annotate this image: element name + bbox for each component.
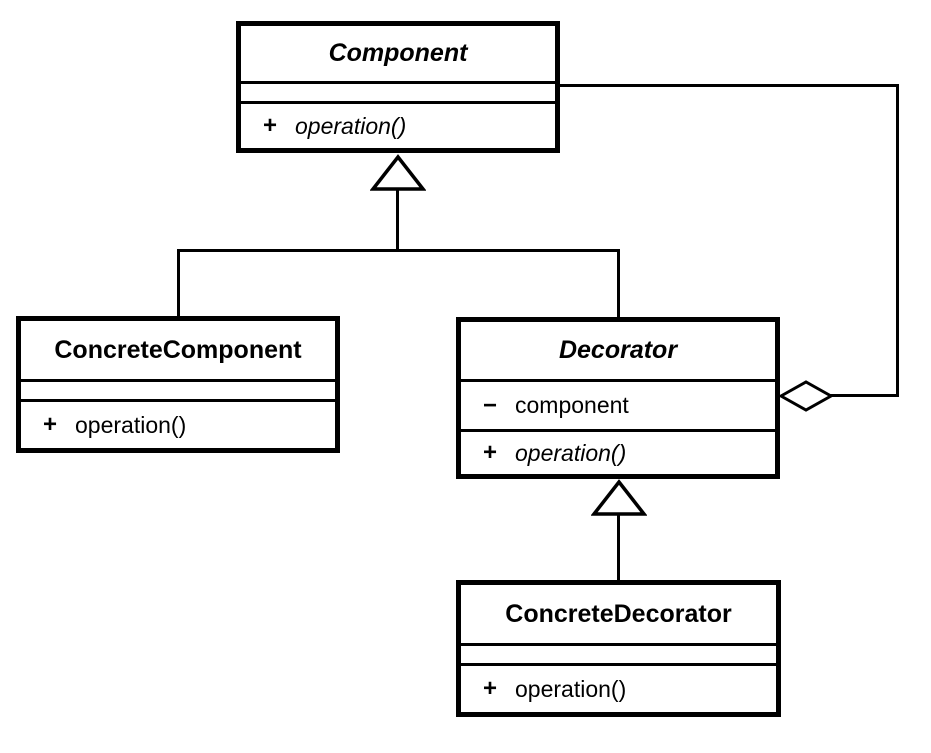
operation-row[interactable]: + operation()	[21, 411, 186, 439]
class-attributes-compartment-concrete-decorator	[461, 643, 776, 663]
class-name-compartment-concrete-decorator: ConcreteDecorator	[461, 585, 776, 643]
class-box-concrete-decorator[interactable]: ConcreteDecorator + operation()	[456, 580, 781, 717]
operation-visibility: +	[43, 411, 58, 438]
operation-label: operation()	[515, 675, 627, 702]
generalization-drop-decorator	[617, 249, 620, 318]
operation-row[interactable]: + operation()	[461, 439, 626, 467]
class-operations-compartment-component: + operation()	[241, 101, 555, 148]
class-box-component[interactable]: Component + operation()	[236, 21, 560, 153]
class-box-decorator[interactable]: Decorator − component + operation()	[456, 317, 780, 479]
generalization-branch-bar	[177, 249, 620, 252]
operation-label: operation()	[75, 411, 187, 438]
operation-row[interactable]: + operation()	[461, 675, 626, 703]
attribute-row[interactable]: − component	[461, 392, 629, 420]
class-operations-compartment-decorator: + operation()	[461, 429, 775, 474]
attribute-label: component	[515, 392, 629, 418]
operation-visibility: +	[483, 439, 498, 466]
operation-label: operation()	[295, 112, 407, 139]
operation-row[interactable]: + operation()	[241, 112, 406, 140]
generalization-stem-decorator	[617, 511, 620, 582]
class-name-component: Component	[328, 39, 468, 67]
class-operations-compartment-concrete-decorator: + operation()	[461, 663, 776, 712]
attribute-visibility: −	[483, 391, 498, 419]
class-name-concrete-decorator: ConcreteDecorator	[505, 599, 732, 628]
generalization-stem-component	[396, 186, 399, 252]
class-name-compartment-decorator: Decorator	[461, 322, 775, 379]
operation-visibility: +	[263, 112, 278, 139]
operation-visibility: +	[483, 675, 498, 702]
generalization-triangle-component	[370, 154, 426, 191]
class-name-concrete-component: ConcreteComponent	[54, 335, 302, 364]
generalization-drop-concrete-component	[177, 249, 180, 318]
class-attributes-compartment-concrete-component	[21, 379, 335, 399]
class-attributes-compartment-component	[241, 81, 555, 101]
aggregation-segment-horizontal-bottom	[800, 394, 899, 397]
aggregation-segment-vertical	[896, 84, 899, 396]
class-box-concrete-component[interactable]: ConcreteComponent + operation()	[16, 316, 340, 453]
class-operations-compartment-concrete-component: + operation()	[21, 399, 335, 448]
class-attributes-compartment-decorator: − component	[461, 379, 775, 429]
aggregation-segment-horizontal-top	[558, 84, 899, 87]
generalization-triangle-decorator	[591, 479, 647, 516]
operation-label: operation()	[515, 439, 627, 466]
class-name-compartment-concrete-component: ConcreteComponent	[21, 321, 335, 379]
aggregation-diamond	[778, 380, 834, 412]
class-name-decorator: Decorator	[558, 336, 678, 364]
class-name-compartment-component: Component	[241, 26, 555, 81]
